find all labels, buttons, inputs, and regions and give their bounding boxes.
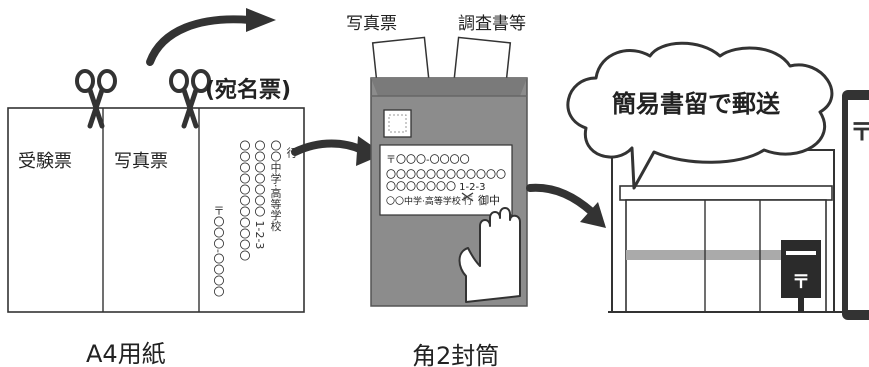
speech-bubble [566, 41, 834, 190]
post-office-building [608, 90, 869, 320]
envelope-address-line-2: 〇〇〇〇〇〇〇 1-2-3 [386, 182, 486, 193]
envelope-honorific-struck: 行 [463, 196, 473, 207]
envelope-school: 〇〇中学·高等学校 [386, 197, 461, 207]
address-line-1: 〇〇〇〇〇〇〇〇〇〇〇 [238, 140, 251, 261]
building-postal-mark: 〒 [850, 118, 869, 146]
address-postal: 〒〇〇〇-〇〇〇〇 [212, 205, 225, 297]
photo-ticket-label: 写真票 [114, 151, 168, 172]
envelope [370, 36, 528, 307]
arrow-to-post-office-icon [526, 183, 606, 228]
envelope-postal: 〒〇〇〇-〇〇〇〇 [386, 155, 470, 166]
arrow-to-envelope-icon [291, 136, 384, 166]
speech-bubble-text: 簡易書留で郵送 [612, 90, 780, 118]
envelope-address-line-1: 〇〇〇〇〇〇〇〇〇〇〇〇 [386, 170, 506, 181]
address-ticket-label: (宛名票) [205, 78, 292, 103]
envelope-caption: 角2封筒 [412, 342, 500, 367]
scissors-icon [169, 69, 211, 129]
mailbox-postal-mark: 〒 [792, 272, 810, 293]
scissors-icon [75, 69, 117, 129]
insert-survey-label: 調査書等 [458, 14, 526, 34]
stamp-box [383, 109, 412, 138]
a4-sheet-caption: A4用紙 [86, 340, 166, 367]
envelope-honorific-new: 御中 [478, 194, 500, 207]
curved-arrow-icon [146, 8, 276, 66]
mailbox-icon [781, 240, 821, 312]
address-school: 〇〇中学·高等学校 [269, 140, 282, 232]
awning [619, 185, 833, 201]
address-honorific: 行 [285, 147, 298, 158]
exam-ticket-label: 受験票 [18, 151, 72, 172]
a4-sheet [7, 107, 305, 313]
envelope-address-label [379, 144, 513, 216]
hand-icon [458, 207, 521, 303]
address-line-2: 〇〇〇〇〇〇〇 1-2-3 [253, 140, 266, 250]
insert-photo-label: 写真票 [346, 14, 397, 34]
